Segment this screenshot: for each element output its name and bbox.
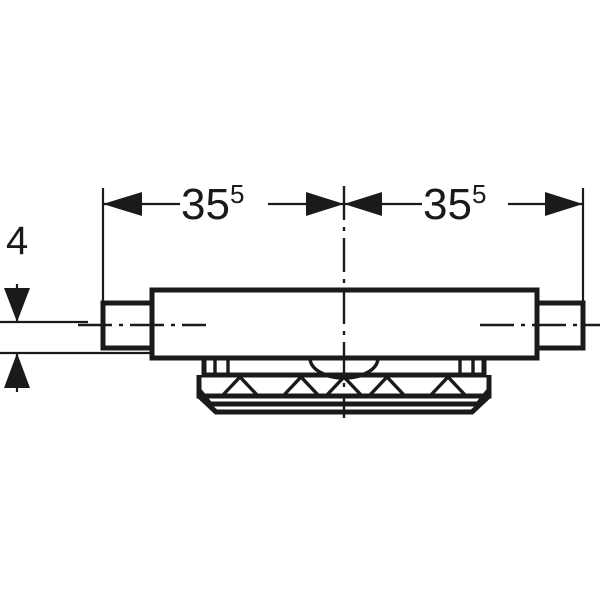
dimension-label-left: 355 (181, 179, 244, 229)
base-rib-3 (324, 374, 364, 398)
arrowhead-left-inner (306, 192, 344, 216)
arrowhead-vertical-bottom (4, 353, 30, 388)
right-stub-outline (537, 300, 586, 351)
arrowhead-vertical-top (4, 288, 30, 322)
dimension-vertical-left: 4 (0, 219, 152, 392)
arrowhead-left-outer (103, 192, 142, 216)
dimension-label-right-value: 35 (423, 180, 472, 229)
base-rib-2 (281, 374, 321, 398)
dimension-horizontal-right: 355 (344, 179, 583, 229)
base-bracket (196, 357, 492, 415)
main-body (149, 287, 540, 361)
right-connector-stub (537, 300, 586, 351)
dimension-label-left-value: 35 (181, 180, 230, 229)
dimension-horizontal-left: 355 (103, 179, 344, 229)
base-trapezoid-outline (197, 394, 491, 415)
base-rib-5 (428, 374, 468, 398)
main-body-outline (149, 287, 540, 361)
extension-lines-horizontal (101, 188, 585, 302)
base-chamfer-inner (197, 388, 491, 407)
arrowhead-right-outer (545, 192, 583, 216)
dimension-label-right: 355 (423, 179, 486, 229)
base-rib-1 (220, 374, 260, 398)
base-rib-band (196, 375, 492, 399)
base-rib-4 (367, 374, 407, 398)
dimension-label-vertical: 4 (6, 219, 28, 263)
dimension-label-left-superscript: 5 (230, 179, 244, 209)
arrowhead-right-inner (344, 192, 382, 216)
dimension-label-right-superscript: 5 (472, 179, 486, 209)
